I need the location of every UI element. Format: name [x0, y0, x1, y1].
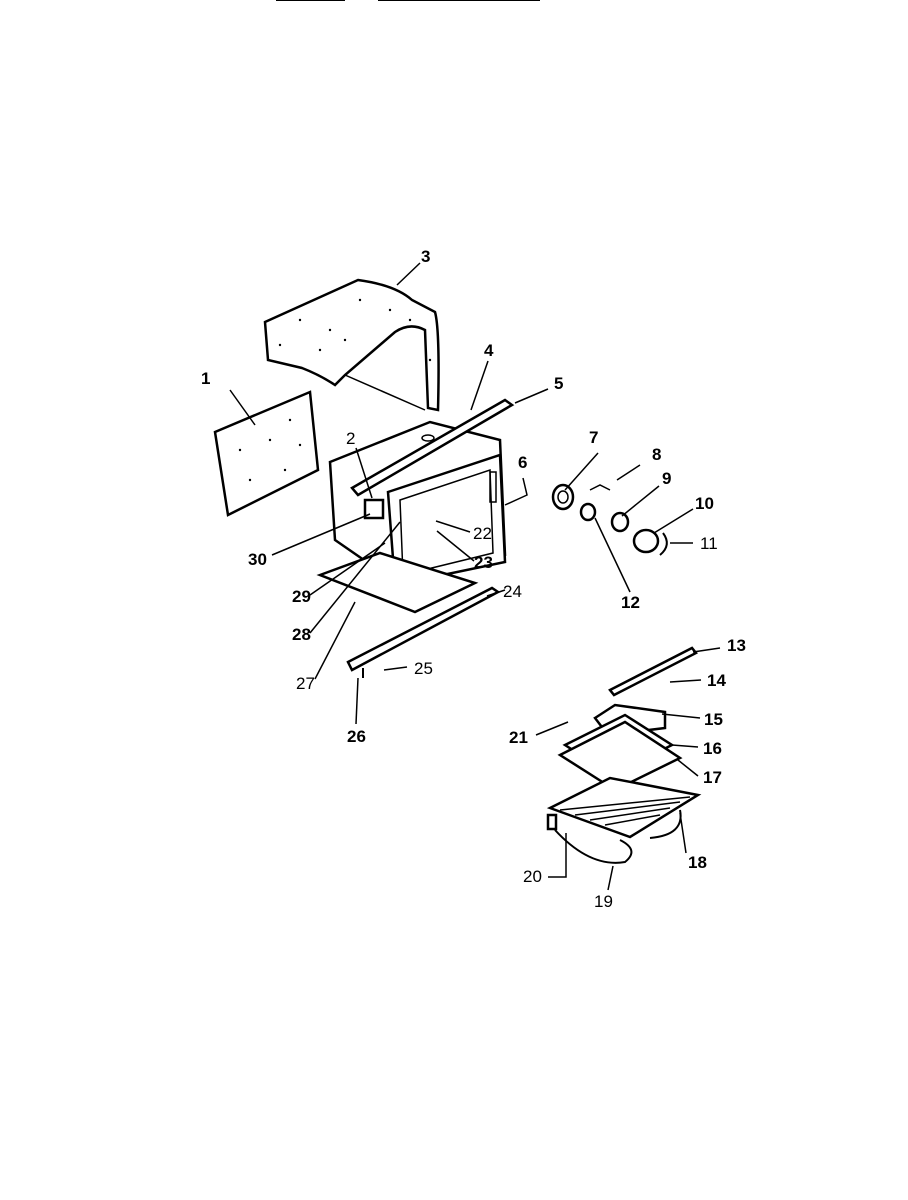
part-label-13: 13	[727, 636, 746, 655]
part-label-22: 22	[473, 524, 492, 543]
part-label-3: 3	[421, 247, 430, 266]
part-label-20: 20	[523, 867, 542, 886]
part-label-10: 10	[695, 494, 714, 513]
part-label-5: 5	[554, 374, 563, 393]
part-label-9: 9	[662, 469, 671, 488]
oven-cavity	[328, 420, 507, 587]
part-label-4: 4	[484, 341, 494, 360]
part-label-27: 27	[296, 674, 315, 693]
part-label-6: 6	[518, 453, 527, 472]
part-label-1: 1	[201, 369, 210, 388]
part-label-29: 29	[292, 587, 311, 606]
leader-lines	[229, 262, 721, 891]
part-label-11: 11	[700, 534, 718, 553]
part-label-19: 19	[594, 892, 613, 911]
light-assembly	[551, 483, 668, 556]
top-insulation-blanket	[263, 278, 440, 412]
part-label-26: 26	[347, 727, 366, 746]
part-label-21: 21	[509, 728, 528, 747]
part-label-12: 12	[621, 593, 640, 612]
part-label-23: 23	[474, 553, 493, 572]
part-label-25: 25	[414, 659, 433, 678]
part-label-18: 18	[688, 853, 707, 872]
side-insulation-panel	[213, 390, 320, 517]
part-label-30: 30	[248, 550, 267, 569]
part-label-14: 14	[707, 671, 726, 690]
part-label-8: 8	[652, 445, 661, 464]
part-label-2: 2	[346, 429, 355, 448]
top-trim-rail	[350, 398, 515, 497]
broil-element-assembly	[546, 646, 702, 864]
part-label-7: 7	[589, 428, 598, 447]
part-label-16: 16	[703, 739, 722, 758]
part-label-24: 24	[503, 582, 522, 601]
part-label-15: 15	[704, 710, 723, 729]
part-label-17: 17	[703, 768, 722, 787]
part-labels: 1 2 3 4 5 6 7 8 9 10 11 12 13 14 15 16 1…	[201, 247, 746, 911]
part-label-28: 28	[292, 625, 311, 644]
